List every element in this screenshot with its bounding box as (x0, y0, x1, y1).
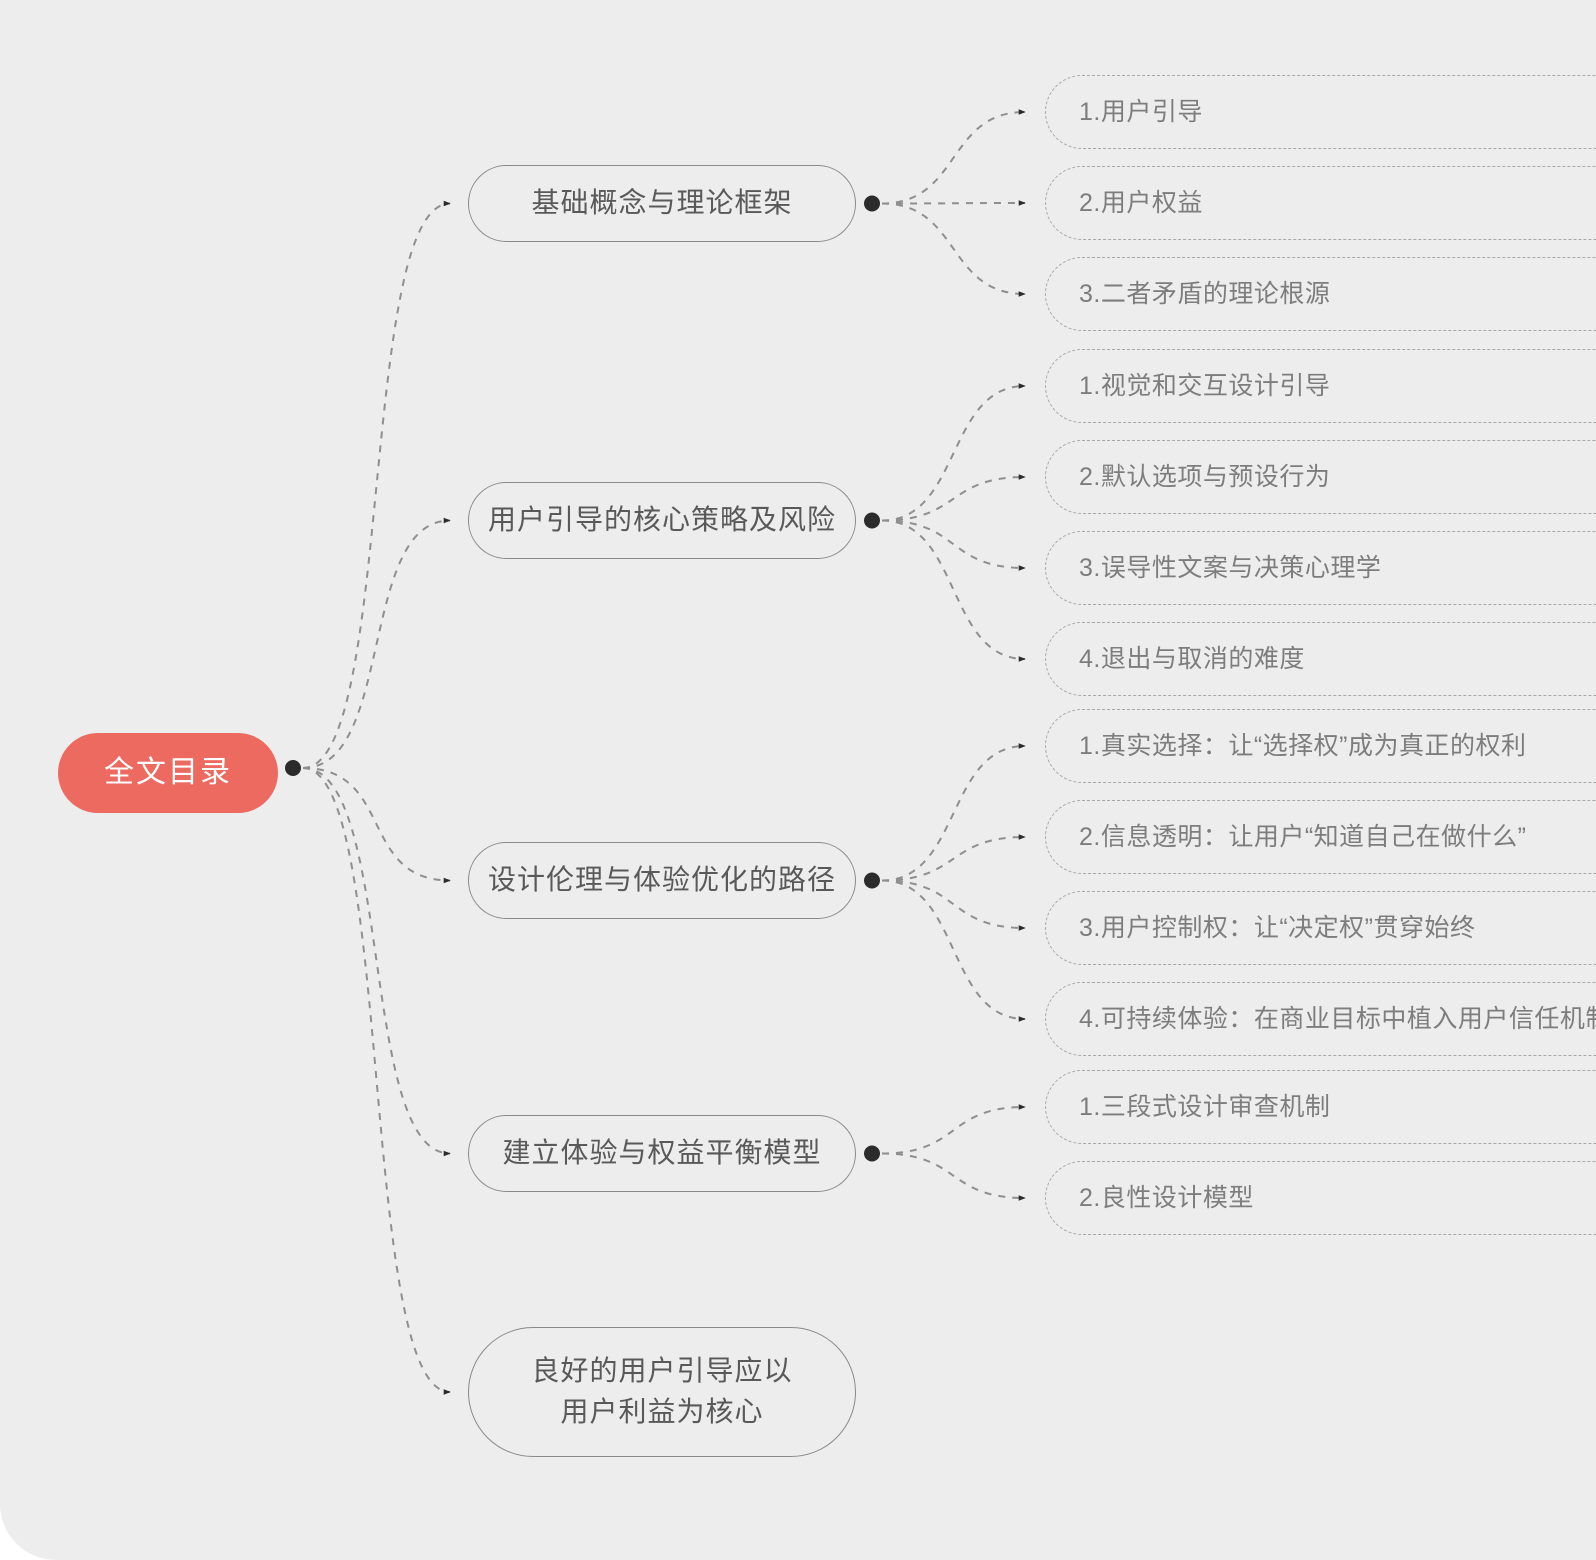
leaf-node-1-1-label: 1.用户引导 (1079, 97, 1203, 126)
leaf-node-2-2[interactable]: 2.默认选项与预设行为 (1045, 440, 1596, 514)
branch-node-5-label: 良好的用户引导应以 用户利益为核心 (531, 1355, 793, 1427)
leaf-node-1-2-label: 2.用户权益 (1079, 188, 1203, 217)
root-node[interactable]: 全文目录 (58, 733, 278, 813)
leaf-node-2-4-label: 4.退出与取消的难度 (1079, 644, 1305, 673)
leaf-node-4-2-label: 2.良性设计模型 (1079, 1183, 1254, 1212)
leaf-node-3-4-label: 4.可持续体验：在商业目标中植入用户信任机制 (1079, 1004, 1596, 1033)
leaf-node-3-4[interactable]: 4.可持续体验：在商业目标中植入用户信任机制 (1045, 982, 1596, 1056)
leaf-node-1-3[interactable]: 3.二者矛盾的理论根源 (1045, 257, 1596, 331)
branch-node-3-label: 设计伦理与体验优化的路径 (487, 864, 836, 896)
leaf-node-4-1[interactable]: 1.三段式设计审查机制 (1045, 1070, 1596, 1144)
leaf-node-1-3-label: 3.二者矛盾的理论根源 (1079, 279, 1331, 308)
branch-node-2[interactable]: 用户引导的核心策略及风险 (468, 482, 856, 559)
leaf-node-4-1-label: 1.三段式设计审查机制 (1079, 1092, 1331, 1121)
leaf-node-1-1[interactable]: 1.用户引导 (1045, 75, 1596, 149)
branch-node-5[interactable]: 良好的用户引导应以 用户利益为核心 (468, 1327, 856, 1457)
leaf-node-2-4[interactable]: 4.退出与取消的难度 (1045, 622, 1596, 696)
leaf-node-3-1[interactable]: 1.真实选择：让“选择权”成为真正的权利 (1045, 709, 1596, 783)
leaf-node-3-3-label: 3.用户控制权：让“决定权”贯穿始终 (1079, 913, 1476, 942)
branch-node-4-label: 建立体验与权益平衡模型 (502, 1137, 822, 1169)
leaf-node-2-3-label: 3.误导性文案与决策心理学 (1079, 553, 1382, 582)
leaf-node-2-2-label: 2.默认选项与预设行为 (1079, 462, 1331, 491)
root-node-label: 全文目录 (104, 756, 232, 789)
branch-node-2-label: 用户引导的核心策略及风险 (487, 504, 836, 536)
leaf-node-3-2-label: 2.信息透明：让用户“知道自己在做什么” (1079, 822, 1527, 851)
leaf-node-4-2[interactable]: 2.良性设计模型 (1045, 1161, 1596, 1235)
branch-node-1-label: 基础概念与理论框架 (531, 187, 793, 219)
leaf-node-2-3[interactable]: 3.误导性文案与决策心理学 (1045, 531, 1596, 605)
leaf-node-1-2[interactable]: 2.用户权益 (1045, 166, 1596, 240)
branch-node-1[interactable]: 基础概念与理论框架 (468, 165, 856, 242)
branch-node-4[interactable]: 建立体验与权益平衡模型 (468, 1115, 856, 1192)
branch-node-3[interactable]: 设计伦理与体验优化的路径 (468, 842, 856, 919)
leaf-node-3-3[interactable]: 3.用户控制权：让“决定权”贯穿始终 (1045, 891, 1596, 965)
leaf-node-2-1-label: 1.视觉和交互设计引导 (1079, 371, 1331, 400)
leaf-node-3-1-label: 1.真实选择：让“选择权”成为真正的权利 (1079, 731, 1527, 760)
leaf-node-3-2[interactable]: 2.信息透明：让用户“知道自己在做什么” (1045, 800, 1596, 874)
leaf-node-2-1[interactable]: 1.视觉和交互设计引导 (1045, 349, 1596, 423)
